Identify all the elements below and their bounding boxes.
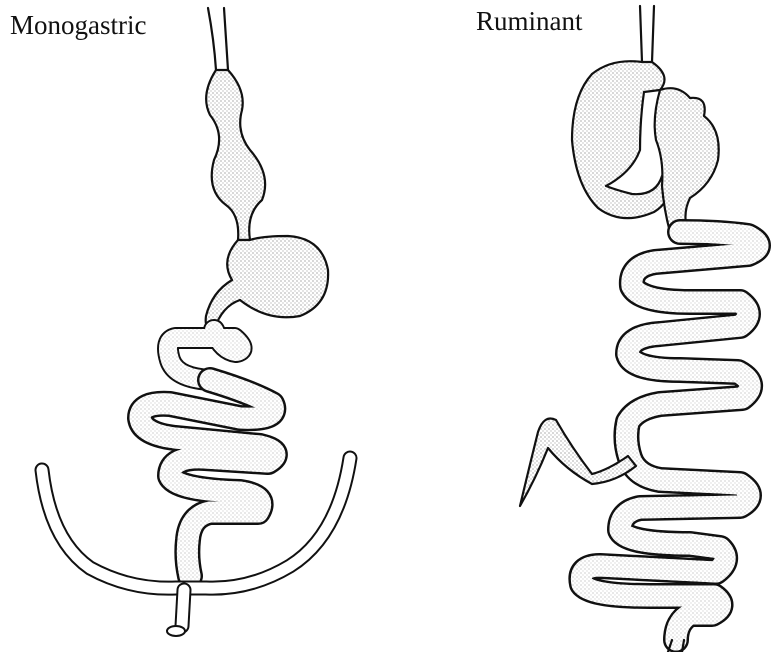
ruminant-esophagus <box>640 6 654 62</box>
monogastric-intestine-coils <box>140 380 275 576</box>
monogastric-stomach <box>206 236 328 330</box>
monogastric-esophagus <box>206 8 265 240</box>
ruminant-rumen <box>572 61 669 218</box>
ruminant-tract <box>520 6 758 652</box>
monogastric-tract <box>42 8 350 636</box>
monogastric-colon <box>167 590 185 636</box>
ruminant-abomasum <box>655 88 719 232</box>
ruminant-intestine-coils <box>581 232 758 640</box>
